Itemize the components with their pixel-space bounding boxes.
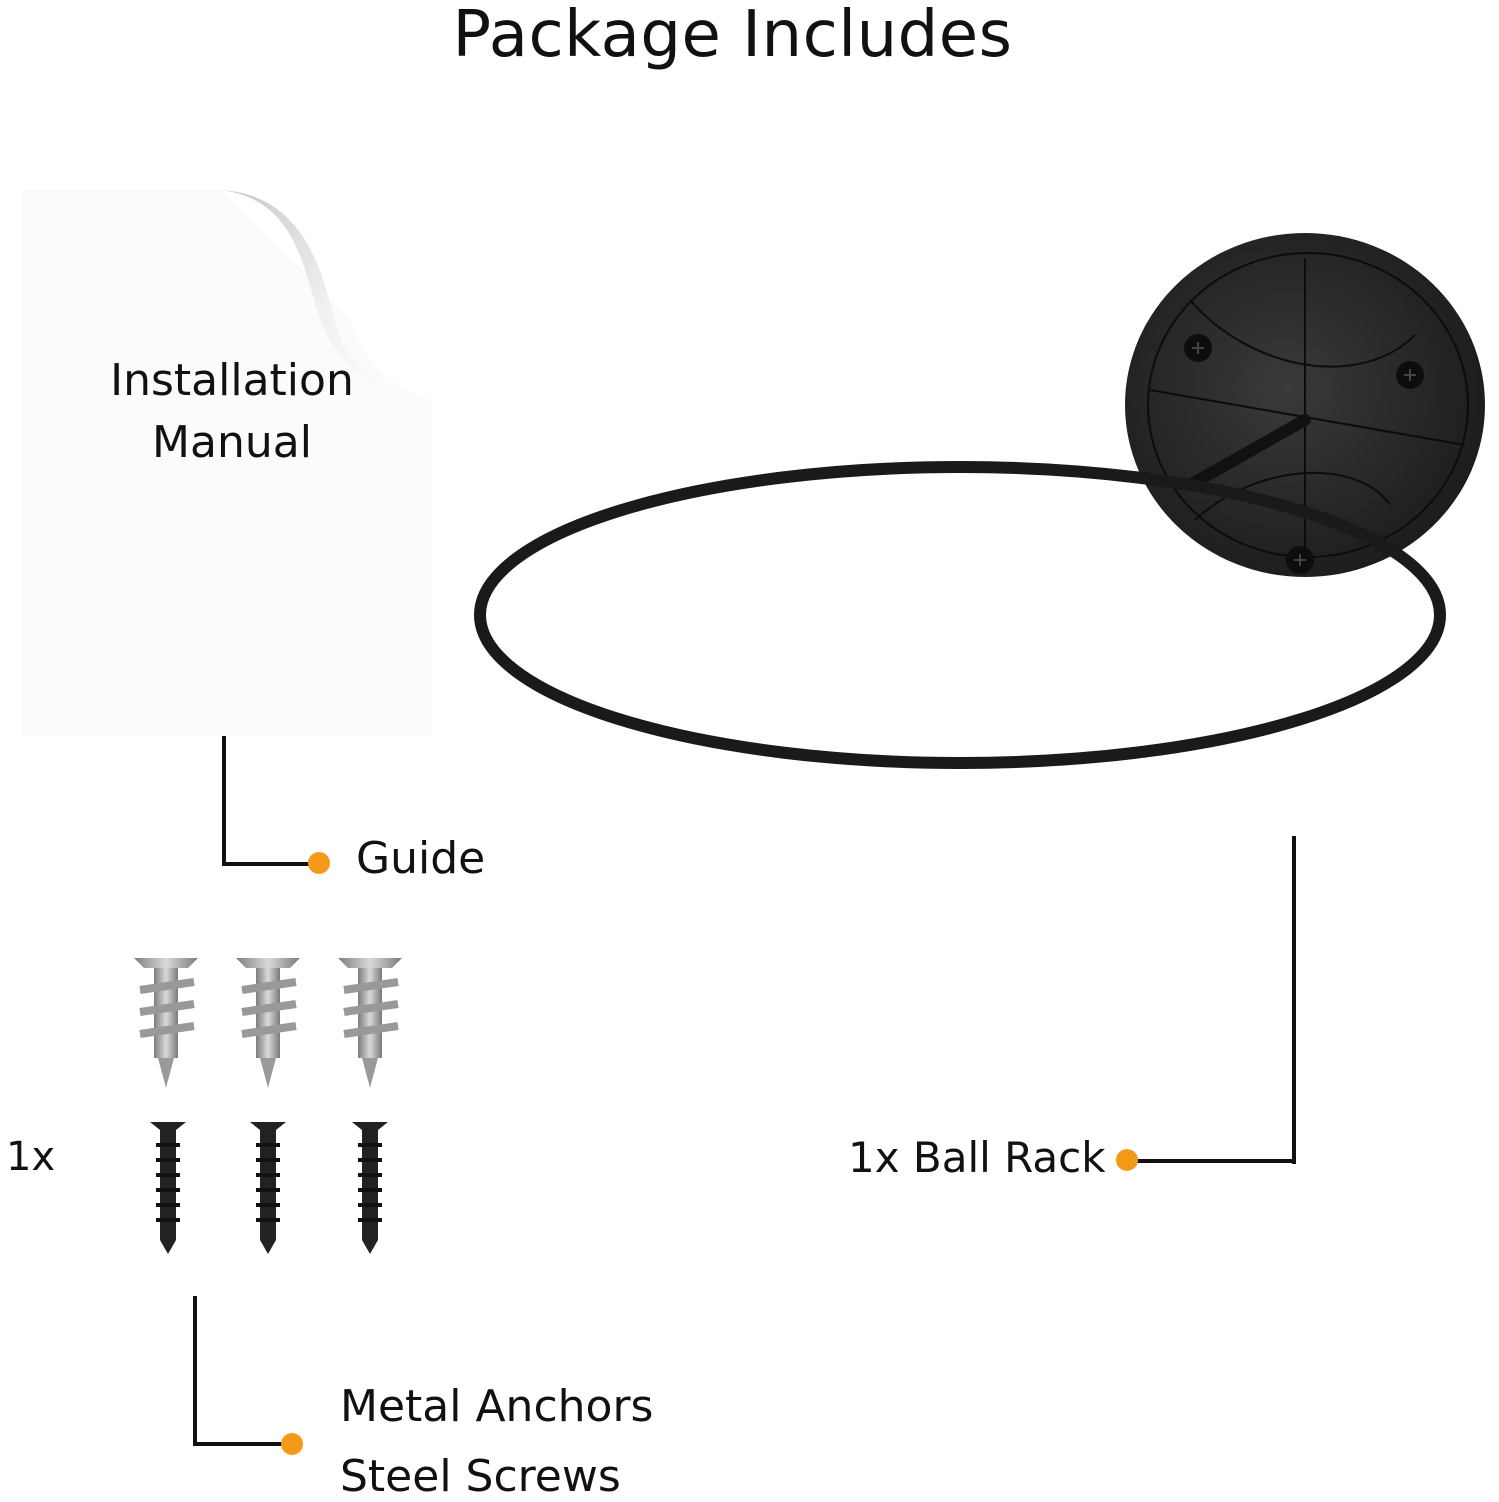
guide-leader-vertical <box>222 736 226 866</box>
manual-text-line2: Manual <box>152 417 312 468</box>
hardware-quantity: 1x <box>6 1134 56 1180</box>
steel-screw-icon <box>250 1122 286 1254</box>
metal-anchor-icon <box>236 958 300 1088</box>
guide-label: Guide <box>356 833 486 884</box>
hardware-label-screws: Steel Screws <box>340 1451 621 1502</box>
guide-dot-icon <box>308 852 330 874</box>
page-curl-icon <box>222 190 432 400</box>
metal-anchor-icon <box>134 958 198 1088</box>
hardware-image <box>134 958 402 1254</box>
ball-rack-image <box>474 233 1485 769</box>
hardware-leader-vertical <box>193 1296 197 1446</box>
steel-screw-icon <box>150 1122 186 1254</box>
manual-text-line1: Installation <box>110 355 354 406</box>
ball-rack-label: 1x Ball Rack <box>848 1133 1106 1182</box>
plate-screw-icon <box>1184 334 1424 574</box>
installation-manual-image: Installation Manual <box>22 190 432 736</box>
metal-anchor-icon <box>338 958 402 1088</box>
guide-leader-horizontal <box>222 862 314 866</box>
ball-rack-leader-vertical <box>1292 836 1296 1164</box>
page-title: Package Includes <box>452 0 1013 72</box>
steel-screw-icon <box>352 1122 388 1254</box>
ball-rack-dot-icon <box>1116 1149 1138 1171</box>
manual-text: Installation Manual <box>102 350 362 474</box>
hardware-dot-icon <box>281 1433 303 1455</box>
hardware-leader-horizontal <box>193 1442 285 1446</box>
ball-rack-leader-horizontal <box>1136 1159 1296 1163</box>
hardware-label-anchors: Metal Anchors <box>340 1381 654 1432</box>
